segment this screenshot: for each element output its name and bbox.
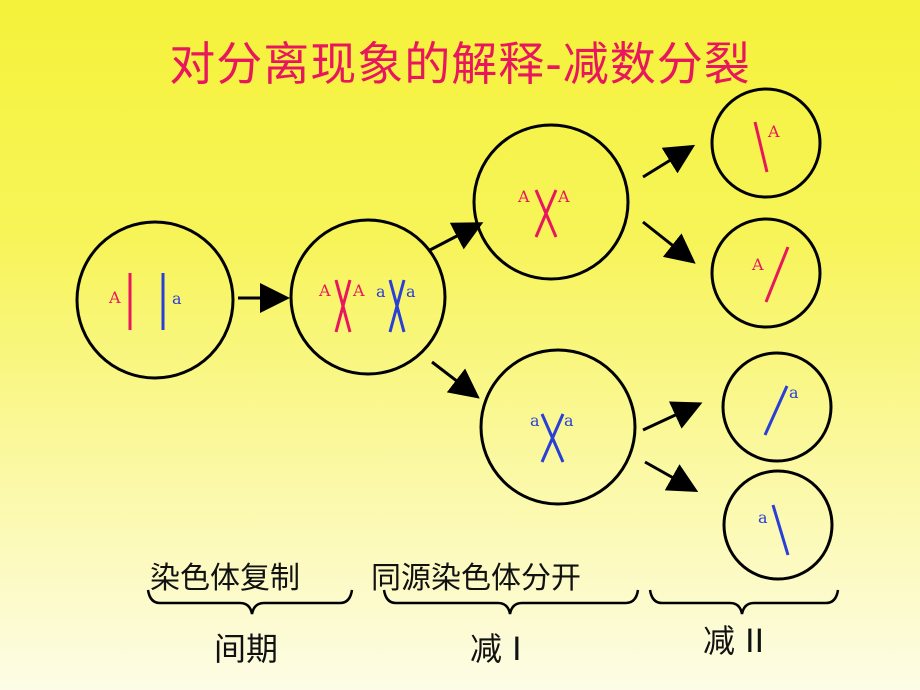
cell-gamete-3 (721, 351, 833, 463)
gamete-chromosome-3 (763, 385, 789, 436)
replicated-a-pair (388, 279, 406, 333)
stage-interphase: 间期 (214, 630, 279, 668)
cell-gamete-1 (710, 87, 822, 199)
cell-gamete-2 (710, 217, 822, 329)
label-A-mi-left: A (517, 187, 530, 206)
gamete-chromosome-1 (753, 121, 769, 173)
page-title: 对分离现象的解释-减数分裂 (169, 37, 751, 91)
label-A-interphase: A (108, 288, 121, 307)
label-A-rep-left: A (318, 281, 331, 300)
cell-replicated (289, 218, 447, 376)
gamete-chromosome-2 (764, 246, 790, 303)
label-a-gamete-4: a (758, 508, 768, 527)
label-a-rep-left: a (376, 282, 386, 301)
stage-replication: 染色体复制 (150, 561, 300, 596)
cell-meiosis1-top (472, 123, 630, 281)
brace-meiosis2 (648, 589, 840, 615)
mi-A-pair (534, 189, 558, 238)
gamete-chromosome-4 (771, 504, 790, 556)
arrow-4 (642, 144, 696, 179)
label-A-mi-right: A (557, 187, 570, 206)
label-a-mi-left: a (530, 411, 540, 430)
label-A-rep-right: A (352, 281, 365, 300)
label-a-rep-right: a (406, 282, 416, 301)
arrow-5 (642, 220, 696, 264)
mi-a-pair (540, 413, 565, 463)
cell-interphase (75, 220, 235, 380)
arrow-3 (431, 360, 480, 399)
cell-meiosis1-bottom (479, 348, 637, 506)
stage-separation: 同源染色体分开 (371, 561, 581, 596)
cell-gamete-4 (722, 469, 834, 581)
label-a-interphase: a (172, 289, 182, 308)
arrow-2 (429, 222, 484, 252)
label-A-gamete-2: A (751, 255, 764, 274)
replicated-A-pair (334, 279, 352, 333)
arrow-7 (644, 460, 699, 492)
brace-interphase (146, 589, 354, 615)
label-A-gamete-1: A (767, 122, 780, 141)
label-a-mi-right: a (564, 411, 574, 430)
stage-meiosis2: 减 II (703, 622, 765, 660)
label-a-gamete-3: a (789, 383, 799, 402)
arrow-6 (642, 401, 703, 432)
stage-meiosis1: 减 I (470, 630, 522, 668)
brace-meiosis1 (382, 589, 640, 615)
